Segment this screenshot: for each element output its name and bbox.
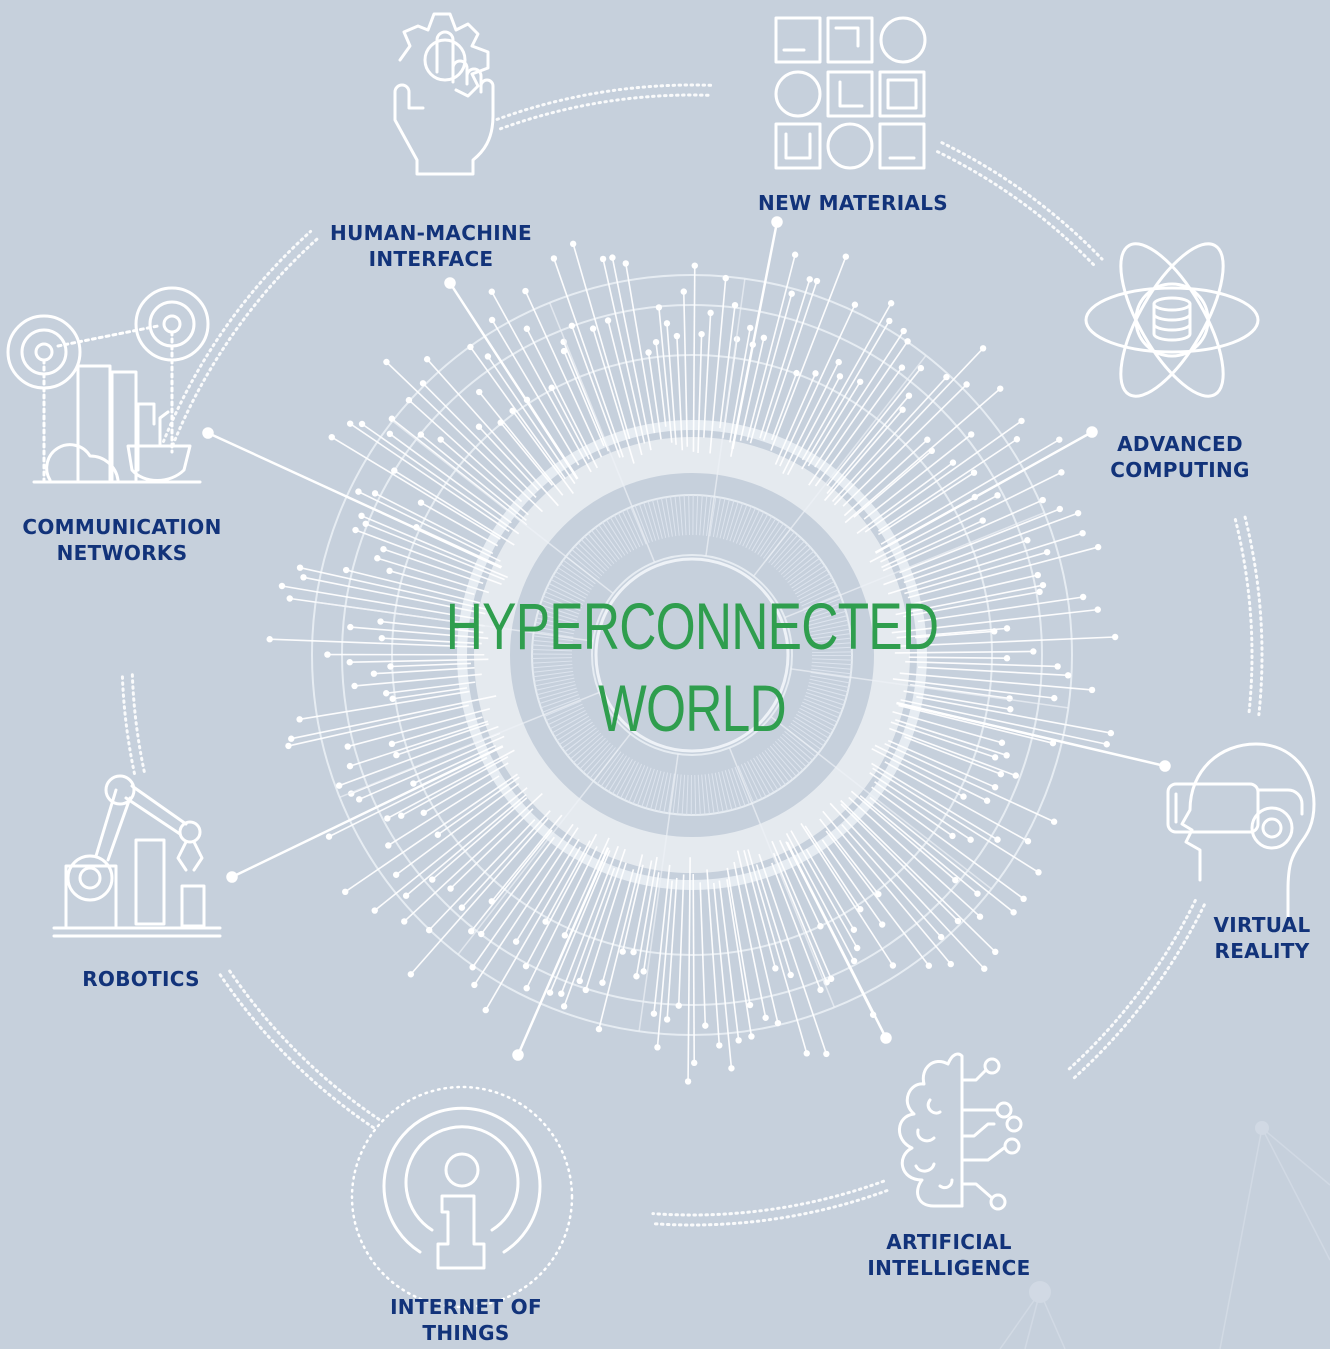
- brain-circuit-icon: [898, 1052, 1023, 1211]
- central-starburst: [266, 240, 1119, 1085]
- page-title: HYPERCONNECTED WORLD: [376, 585, 1007, 749]
- title-line-1: HYPERCONNECTED: [445, 589, 939, 663]
- iot-info-icon: [350, 1085, 574, 1309]
- robot-arm-icon: [52, 774, 222, 938]
- label-robotics: ROBOTICS: [82, 967, 200, 991]
- node-spokes: [202, 216, 1171, 1061]
- vr-headset-icon: [1166, 742, 1316, 920]
- outer-dotted-ring: [120, 83, 1264, 1227]
- gear-hand-icon: [393, 12, 495, 176]
- materials-grid-icon: [774, 16, 927, 170]
- background-network: [999, 1121, 1330, 1349]
- atom-database-icon: [1084, 242, 1260, 398]
- label-new-materials: NEW MATERIALS: [758, 191, 948, 215]
- antenna-city-icon: [6, 286, 210, 484]
- title-line-2: WORLD: [598, 671, 787, 745]
